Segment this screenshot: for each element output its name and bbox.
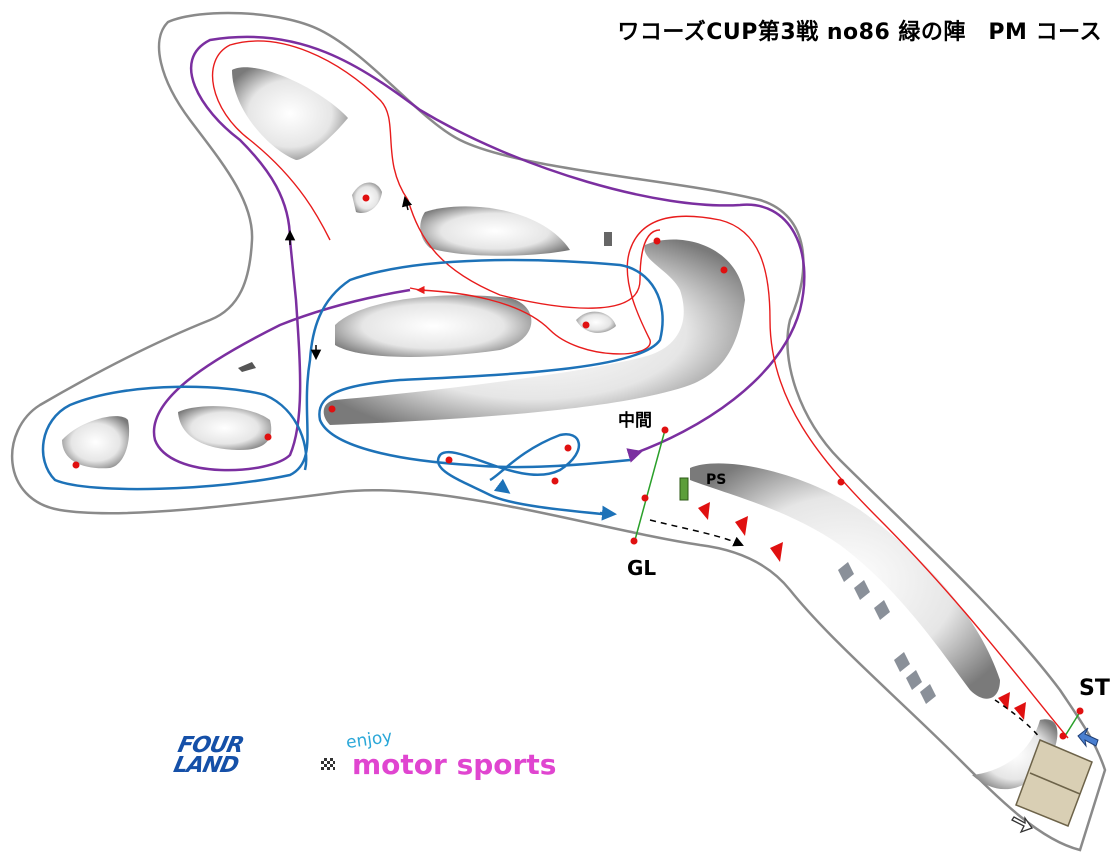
course-title: ワコーズCUP第3戦 no86 緑の陣 PM コース: [617, 20, 1102, 45]
islands: [62, 67, 1093, 827]
track-boundary: [10, 11, 1107, 852]
red-cones: [698, 502, 1026, 720]
island-left-1: [178, 406, 272, 450]
island-left-2: [62, 416, 130, 469]
island-top-left: [232, 67, 348, 160]
pylon-dots: [72, 194, 1084, 740]
goal-label: GL: [627, 556, 657, 580]
island-center-mid: [335, 295, 532, 357]
tire-barriers: [838, 562, 936, 704]
pit-stop-label: PS: [706, 472, 727, 488]
marker-block: [604, 232, 612, 246]
red-route: [211, 40, 1069, 739]
island-center-top: [420, 206, 570, 256]
island-tiny-left: [238, 362, 256, 372]
finish-gate-line: [634, 429, 666, 541]
checkered-flag-icon: [321, 758, 335, 770]
midpoint-label: 中間: [618, 411, 652, 431]
island-small-center: [576, 311, 616, 333]
pit-block: [679, 477, 689, 501]
start-gate-line: [1064, 711, 1081, 737]
exit-arrow: [1011, 815, 1034, 834]
island-hook: [323, 239, 745, 425]
purple-route: [152, 35, 806, 472]
direction-arrows: [284, 195, 1041, 739]
motor-sports-text: motor sports: [352, 748, 557, 781]
start-label: ST: [1079, 676, 1110, 701]
gate-lines: [634, 429, 1081, 737]
entry-arrow: [1077, 727, 1099, 748]
blue-route: [41, 258, 664, 517]
